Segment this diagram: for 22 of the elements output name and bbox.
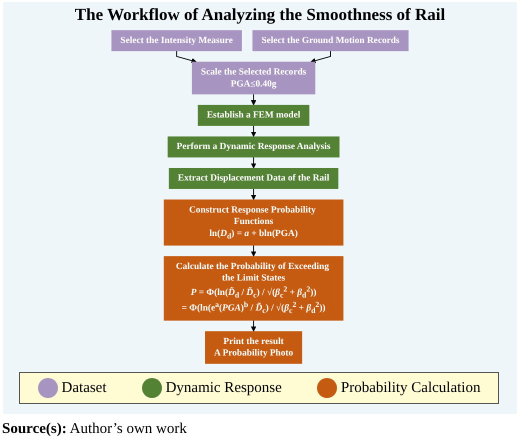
legend-label: Dataset: [62, 380, 107, 396]
node-box: Extract Displacement Data of the Rail: [168, 168, 338, 189]
node-box: Construct Response Probability Functions ln(D$_{d}$) = a + bln(PGA): [164, 200, 344, 246]
node-box: Perform a Dynamic Response Analysis: [168, 136, 340, 158]
arrow: [250, 125, 256, 137]
node-box: Scale the Selected Records PGA≤0.40g: [192, 62, 316, 94]
legend-label: Dynamic Response: [166, 380, 282, 396]
arrow: [310, 50, 331, 64]
legend-label: Probability Calculation: [340, 380, 480, 396]
node-box: Select the Intensity Measure: [111, 30, 242, 52]
node-box: Calculate the Probability of Exceeding the Limit States P = Φ(ln(D̃$_{d}$ / D̃$_{c}$) / √(β$_{c}$$^{2}$ + β$_{d}$$^{2}$)) = Φ(ln(e$^{a}$(PGA)$^{b}$ / D̃$_{c}$) / √(β$_{c}$$^{2}$ + β$_{d}$$^{2}$)): [164, 256, 344, 321]
node-box: Establish a FEM model: [198, 104, 310, 126]
arrow: [250, 320, 256, 332]
source-caption: Source(s): Author’s own work: [2, 421, 187, 438]
arrow: [250, 94, 256, 106]
arrow: [250, 244, 256, 257]
arrow: [176, 50, 197, 64]
node-box: Print the result A Probability Photo: [205, 331, 302, 364]
arrow: [250, 156, 256, 169]
diagram-title: The Workflow of Analyzing the Smoothness of Rail: [74, 5, 446, 25]
arrow: [250, 188, 256, 200]
node-box: Select the Ground Motion Records: [252, 30, 409, 52]
